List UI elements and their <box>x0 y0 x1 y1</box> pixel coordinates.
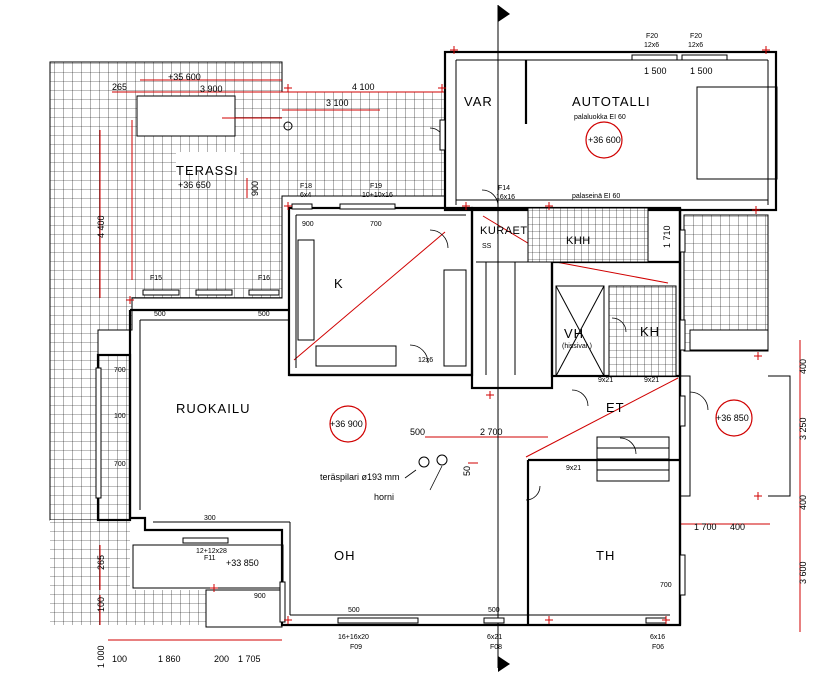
note-palaseina: palaseinä EI 60 <box>572 193 620 200</box>
steel-column-icon <box>418 456 430 468</box>
note-steel-column: teräspilari ø193 mm <box>320 472 400 482</box>
dim-small-300: 300 <box>204 515 216 522</box>
window-tag-f15: F15 <box>150 275 162 282</box>
elevation-marker-icon <box>585 121 623 159</box>
dim-small-700c: 700 <box>114 461 126 468</box>
autotalli-subtitle: palaluokka EI 60 <box>574 114 626 121</box>
dim-3600: 3 600 <box>798 561 808 584</box>
dim-small-100: 100 <box>114 413 126 420</box>
dim-small-500d: 500 <box>488 607 500 614</box>
window-size-f06: 6x16 <box>650 634 665 641</box>
room-label-khh: KHH <box>566 235 591 247</box>
elevation-et: +36 850 <box>716 413 749 423</box>
dimension-lines <box>99 79 801 641</box>
dim-400: 400 <box>730 522 745 532</box>
dim-265: 265 <box>112 82 127 92</box>
dim-1710: 1 710 <box>662 225 672 248</box>
dim-3900: 3 900 <box>200 84 223 94</box>
dim-4100: 4 100 <box>352 82 375 92</box>
dim-900: 900 <box>250 181 260 196</box>
window-size-f14: 16x16 <box>496 194 515 201</box>
dim-1500a: 1 500 <box>644 66 667 76</box>
room-label-th: TH <box>596 548 615 563</box>
window-tag-f11: F11 <box>204 555 216 562</box>
dim-1700: 1 700 <box>694 522 717 532</box>
elevation-terassi-top: +35 600 <box>168 72 201 82</box>
dim-100b: 100 <box>96 597 106 612</box>
dim-500: 500 <box>410 427 425 437</box>
dim-4400: 4 400 <box>96 215 106 238</box>
window-size-f20b: 12x6 <box>688 42 703 49</box>
dim-small-500c: 500 <box>348 607 360 614</box>
window-tag-f20b: F20 <box>690 33 702 40</box>
dim-small-12x6: 12x6 <box>418 357 433 364</box>
window-size-f19: 10+10x16 <box>362 192 393 199</box>
dim-1705: 1 705 <box>238 654 261 664</box>
dim-small-500b: 500 <box>258 311 270 318</box>
room-label-var: VAR <box>464 94 493 109</box>
windows <box>95 54 728 624</box>
section-arrow-top <box>498 5 510 22</box>
room-label-autotalli: AUTOTALLI <box>572 94 651 109</box>
elevation-terassi: +36 650 <box>178 180 211 190</box>
dim-small-9x21a: 9x21 <box>598 377 613 384</box>
note-chimney: horni <box>374 492 394 502</box>
dim-small-900: 900 <box>302 221 314 228</box>
window-tag-f09: F09 <box>350 644 362 651</box>
dim-small-700b: 700 <box>114 367 126 374</box>
room-label-vh: VH <box>564 326 584 341</box>
dim-small-9x21b: 9x21 <box>644 377 659 384</box>
dim-small-700d: 700 <box>660 582 672 589</box>
room-label-kuraet: KURAET <box>480 225 528 237</box>
room-label-oh: OH <box>334 548 356 563</box>
dim-100a: 100 <box>112 654 127 664</box>
room-label-ruokailu: RUOKAILU <box>176 401 250 416</box>
elevation-bottom-left: +33 850 <box>226 558 259 568</box>
vh-subtitle: (hissivar.) <box>562 343 592 350</box>
room-label-et: ET <box>606 400 625 415</box>
room-label-kh: KH <box>640 324 660 339</box>
dim-3100: 3 100 <box>326 98 349 108</box>
window-tag-f08: F08 <box>490 644 502 651</box>
chimney-icon <box>436 454 448 466</box>
window-tag-f16: F16 <box>258 275 270 282</box>
dim-400c: 400 <box>798 495 808 510</box>
corner-markers <box>126 46 770 624</box>
dim-400b: 400 <box>798 359 808 374</box>
window-size-f11: 12+12x28 <box>196 548 227 555</box>
dim-small-900b: 900 <box>254 593 266 600</box>
dim-1000: 1 000 <box>96 645 106 668</box>
window-size-f08: 6x21 <box>487 634 502 641</box>
window-tag-f14: F14 <box>498 185 510 192</box>
terrace-tiling <box>49 61 446 625</box>
window-size-f09: 16+16x20 <box>338 634 369 641</box>
kuraet-subtitle: SS <box>482 243 492 250</box>
dim-200: 200 <box>214 654 229 664</box>
dim-small-9x21c: 9x21 <box>566 465 581 472</box>
window-tag-f19: F19 <box>370 183 382 190</box>
dim-50: 50 <box>462 466 472 476</box>
elevation-marker-icon <box>329 405 367 443</box>
dim-265b: 265 <box>96 555 106 570</box>
dim-1500b: 1 500 <box>690 66 713 76</box>
marker-icon <box>283 121 293 131</box>
section-arrow-bottom <box>498 656 510 672</box>
window-tag-f20a: F20 <box>646 33 658 40</box>
room-label-k: K <box>334 276 344 291</box>
window-size-f18: 6x4 <box>300 192 311 199</box>
window-tag-f06: F06 <box>652 644 664 651</box>
room-label-terassi: TERASSI <box>176 163 239 178</box>
dim-1860: 1 860 <box>158 654 181 664</box>
elevation-marker-icon <box>715 399 753 437</box>
window-size-f20a: 12x6 <box>644 42 659 49</box>
dim-small-700: 700 <box>370 221 382 228</box>
window-tag-f18: F18 <box>300 183 312 190</box>
dim-3250: 3 250 <box>798 417 808 440</box>
elevation-ruokailu: +36 900 <box>330 419 363 429</box>
dim-2700: 2 700 <box>480 427 503 437</box>
elevation-autotalli: +36 600 <box>588 135 621 145</box>
dim-small-500a: 500 <box>154 311 166 318</box>
